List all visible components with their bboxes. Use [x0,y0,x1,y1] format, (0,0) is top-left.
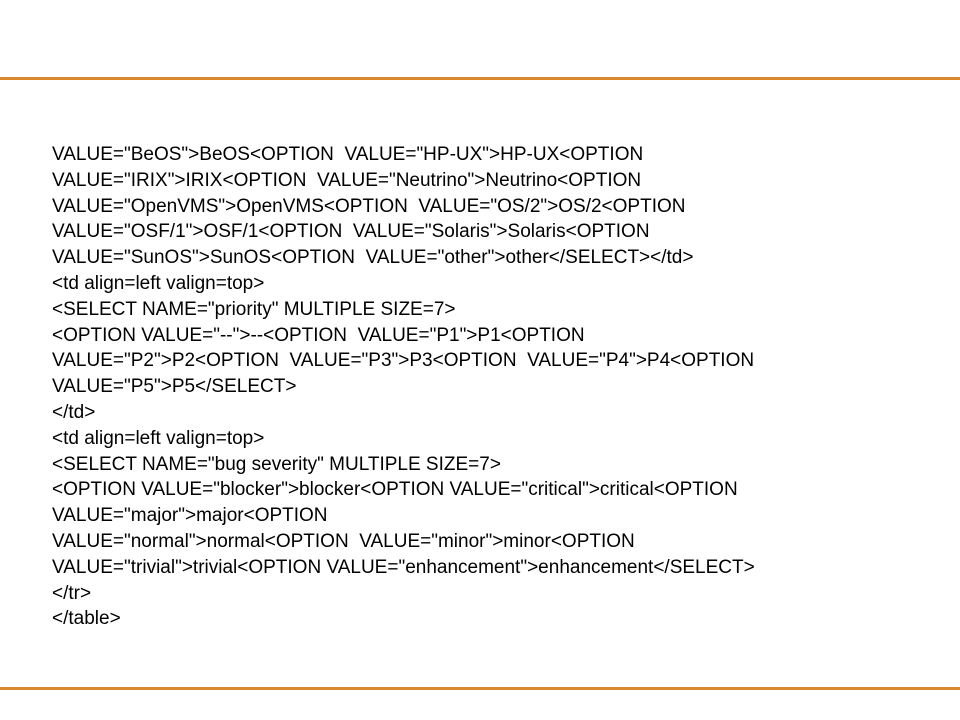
code-line-6: <td align=left valign=top> [52,272,265,294]
code-line-11: </td> [52,401,96,423]
code-line-5: VALUE="SunOS">SunOS<OPTION VALUE="other"… [52,247,694,269]
code-line-3: VALUE="OpenVMS">OpenVMS<OPTION VALUE="OS… [52,195,686,217]
code-line-1: VALUE="BeOS">BeOS<OPTION VALUE="HP-UX">H… [52,144,644,165]
code-line-2: VALUE="IRIX">IRIX<OPTION VALUE="Neutrino… [52,169,642,191]
code-line-19: </table> [52,608,121,630]
code-line-10: VALUE="P5">P5</SELECT> [52,376,297,398]
code-line-9: VALUE="P2">P2<OPTION VALUE="P3">P3<OPTIO… [52,350,755,372]
code-line-16: VALUE="normal">normal<OPTION VALUE="mino… [52,530,635,552]
code-line-17: VALUE="trivial">trivial<OPTION VALUE="en… [52,556,755,578]
code-line-14: <OPTION VALUE="blocker">blocker<OPTION V… [52,479,738,501]
code-line-4: VALUE="OSF/1">OSF/1<OPTION VALUE="Solari… [52,221,650,243]
code-line-18: </tr> [52,582,92,604]
code-line-12: <td align=left valign=top> [52,427,265,449]
code-line-7: <SELECT NAME="priority" MULTIPLE SIZE=7> [52,298,456,320]
bottom-divider [0,687,960,690]
top-divider [0,77,960,80]
code-line-15: VALUE="major">major<OPTION [52,505,328,527]
slide-body: VALUE="BeOS">BeOS<OPTION VALUE="HP-UX">H… [52,142,932,632]
code-line-13: <SELECT NAME="bug severity" MULTIPLE SIZ… [52,453,501,475]
code-line-8: <OPTION VALUE="--">--<OPTION VALUE="P1">… [52,324,585,346]
